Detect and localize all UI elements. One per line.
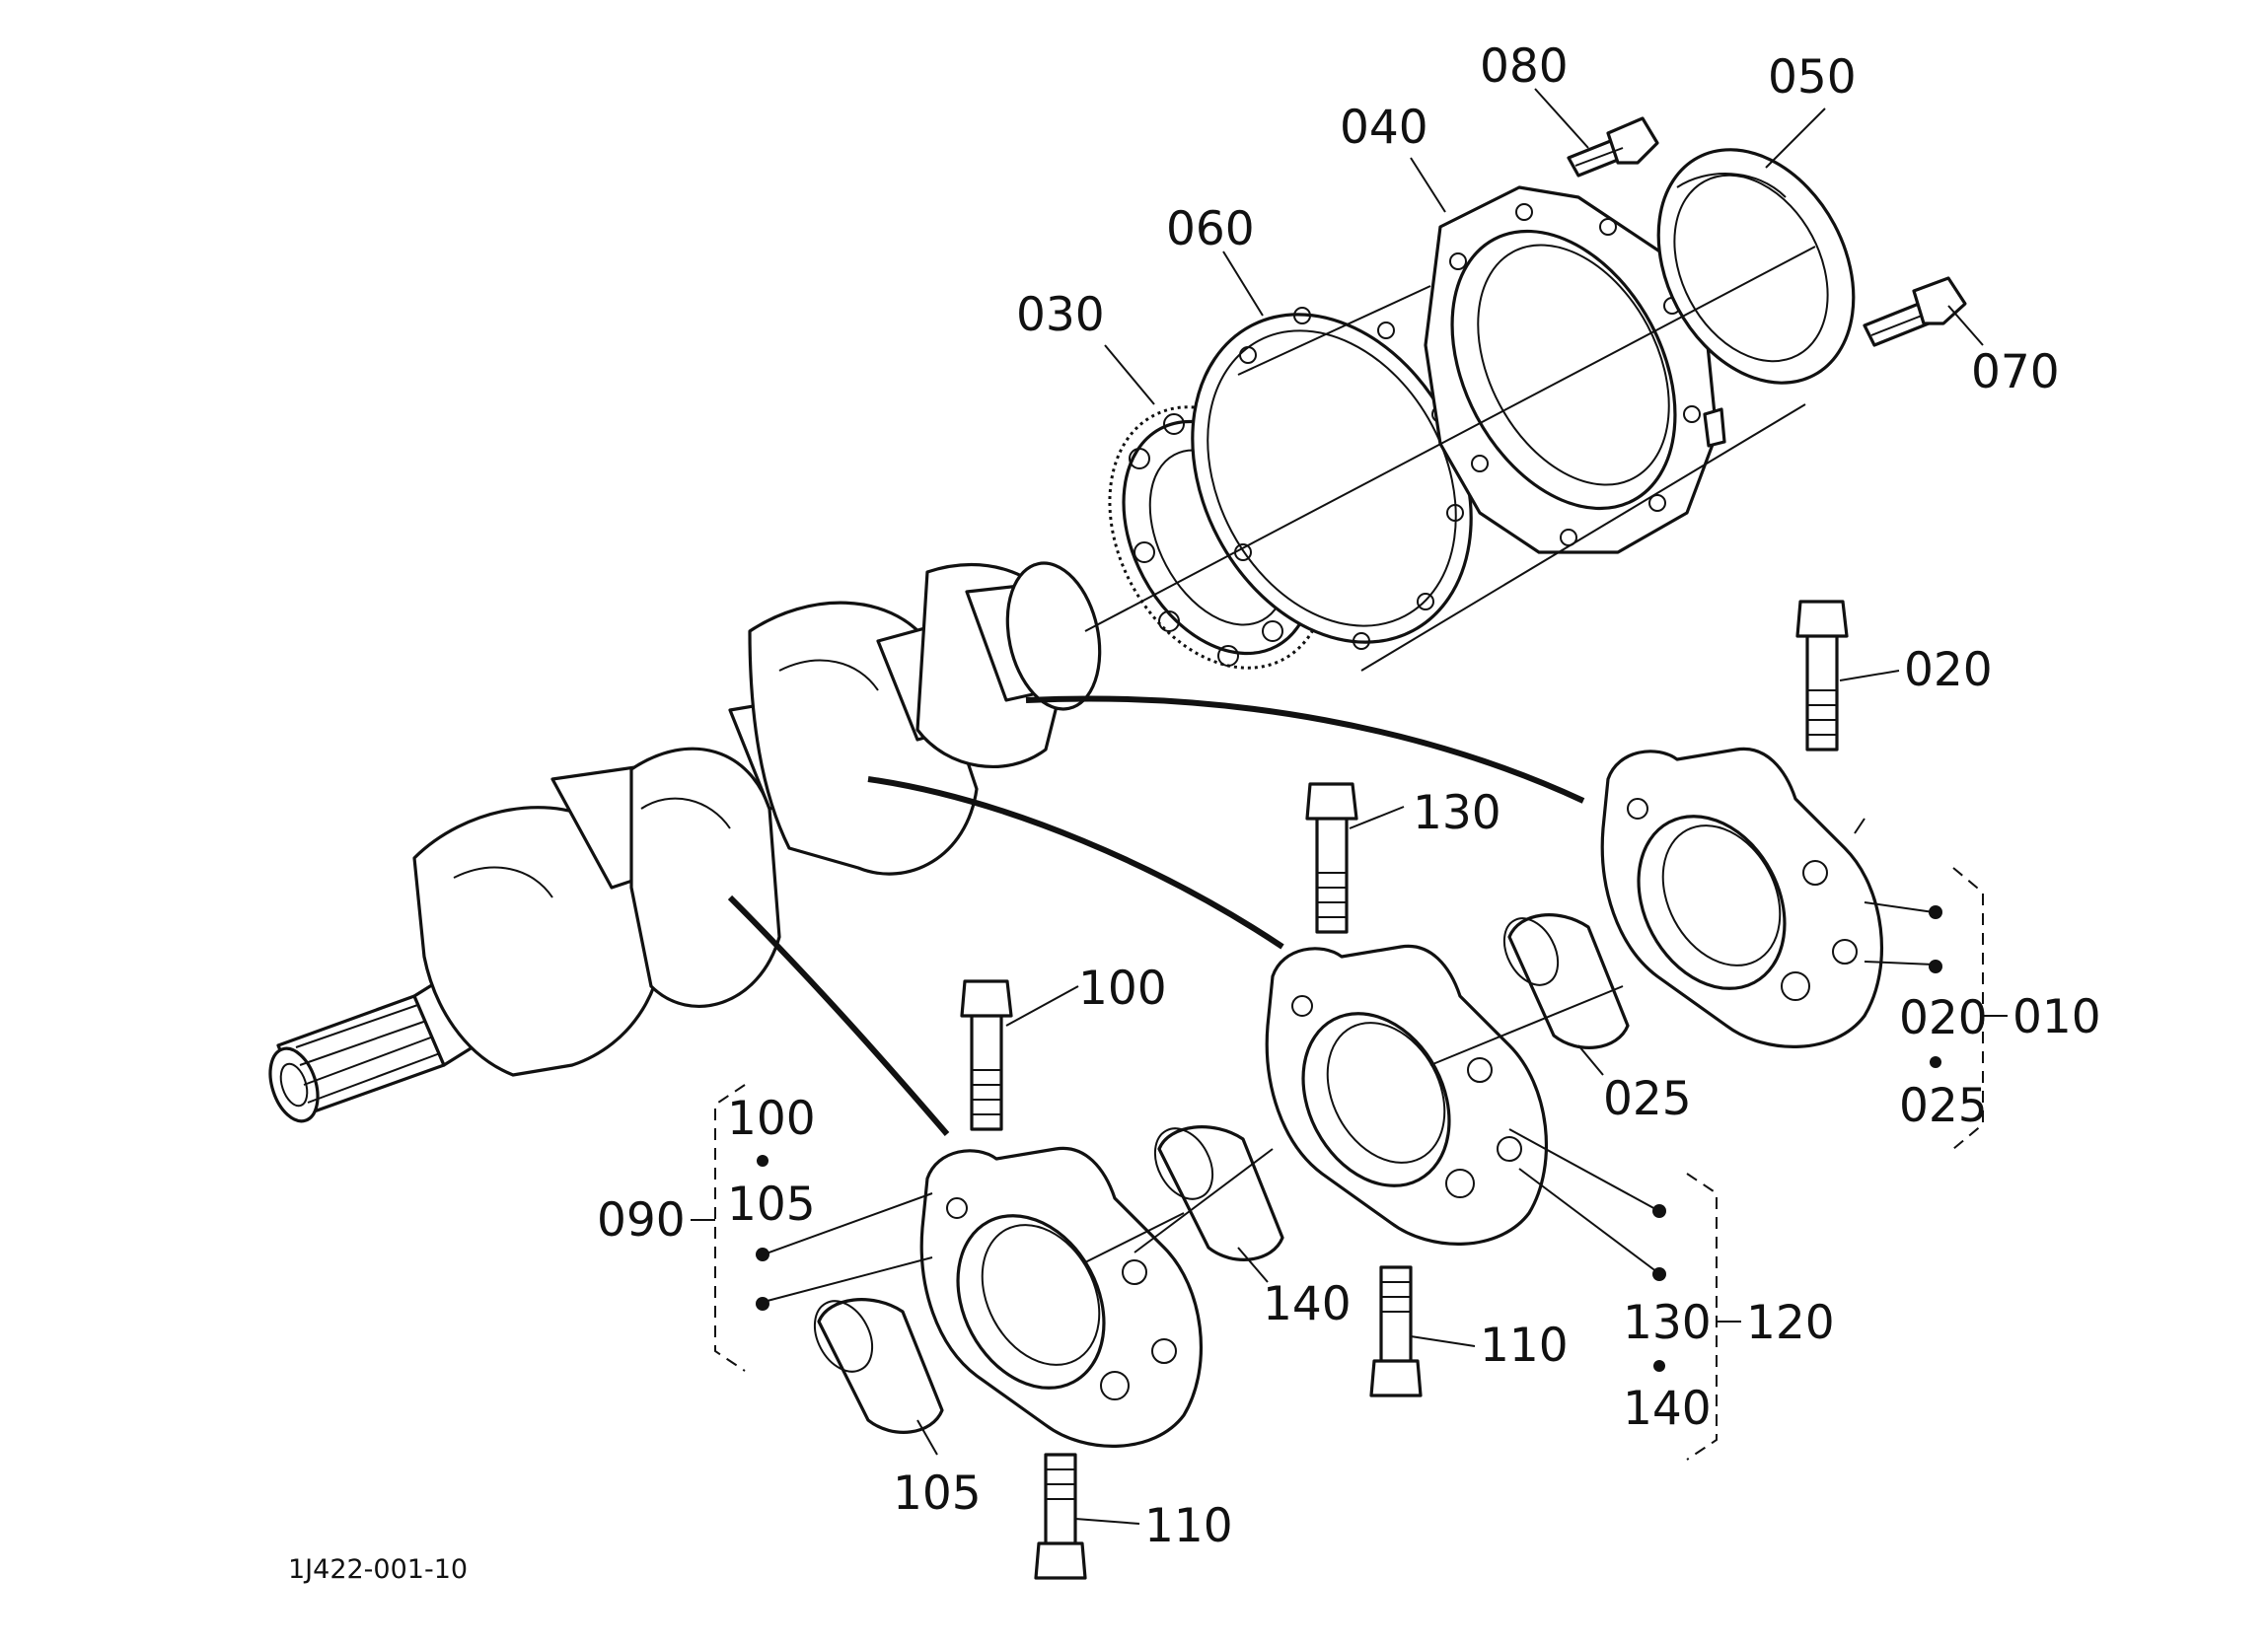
label-080: 080 <box>1480 39 1569 94</box>
bearing-bushing-icon <box>813 1298 944 1434</box>
group-brackets <box>691 867 2008 1461</box>
label-110-middle: 110 <box>1480 1319 1569 1373</box>
bolt-icon <box>960 979 1013 1131</box>
center-lines <box>1084 246 1866 1263</box>
label-105-bushing: 105 <box>893 1467 982 1521</box>
main-bearing-housing-icon <box>1265 944 1548 1246</box>
label-130-bolt: 130 <box>1413 786 1501 840</box>
main-bearing-housing-icon <box>919 1146 1203 1448</box>
label-110-bottom: 110 <box>1144 1499 1233 1553</box>
label-090: 090 <box>597 1193 686 1248</box>
bolt-icon <box>1369 1265 1423 1397</box>
part-labels: 080 050 040 060 030 070 020 130 100 010 … <box>288 39 2101 1585</box>
bearing-bushing-icon <box>1153 1125 1284 1261</box>
bolt-icon <box>1305 782 1358 934</box>
label-130-group: 130 <box>1623 1296 1712 1350</box>
label-100-bolt: 100 <box>1078 962 1167 1016</box>
bolt-icon <box>1863 276 1967 347</box>
bolt-icon <box>1795 600 1849 751</box>
label-050: 050 <box>1768 50 1857 105</box>
bolt-icon <box>1034 1453 1087 1580</box>
bolt-icon <box>1567 116 1659 178</box>
label-020-group: 020 <box>1899 991 1988 1045</box>
label-030: 030 <box>1016 288 1105 342</box>
label-140-bushing: 140 <box>1263 1277 1352 1331</box>
bearing-case-icon <box>1424 185 1726 554</box>
main-bearing-housing-icon <box>1600 747 1883 1048</box>
label-140-group: 140 <box>1623 1382 1712 1436</box>
label-070: 070 <box>1971 345 2060 399</box>
label-060: 060 <box>1166 202 1255 256</box>
label-010: 010 <box>2012 990 2101 1044</box>
assembly-arrows <box>727 695 1585 1136</box>
oil-seal-icon <box>1656 148 1856 385</box>
label-020-bolt: 020 <box>1904 643 1993 697</box>
drawing-code: 1J422-001-10 <box>288 1554 468 1585</box>
label-040: 040 <box>1340 101 1428 155</box>
label-025-group: 025 <box>1899 1079 1988 1133</box>
crankshaft-icon <box>268 561 1102 1123</box>
label-100-group: 100 <box>727 1092 816 1146</box>
leader-lines <box>763 88 1984 1525</box>
bearing-bushing-icon <box>1502 913 1630 1049</box>
gasket-icon <box>1191 307 1473 650</box>
leader-dots <box>756 905 1942 1372</box>
label-105-group: 105 <box>727 1178 816 1232</box>
label-120: 120 <box>1746 1296 1835 1350</box>
label-025-bushing: 025 <box>1603 1072 1692 1126</box>
